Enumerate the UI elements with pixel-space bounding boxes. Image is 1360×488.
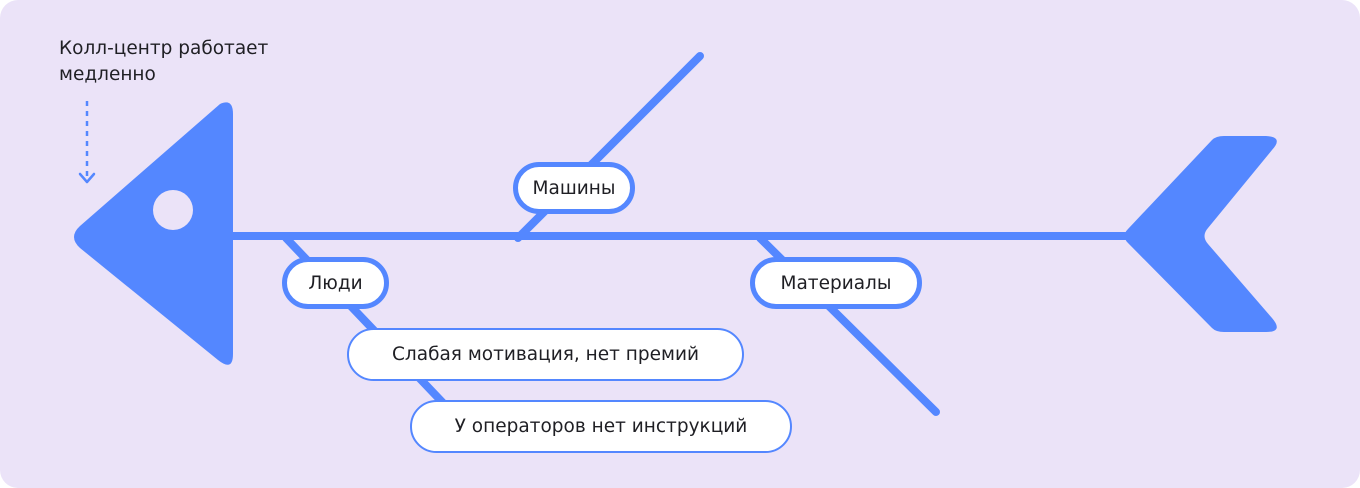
problem-text-line-1: Колл-центр работает [59,38,269,59]
problem-text-line-2: медленно [59,64,156,85]
category-people-label: Люди [282,257,389,309]
fish-head-icon [74,102,233,365]
fish-eye-icon [153,190,193,230]
fish-tail-icon [1124,136,1277,332]
problem-arrow-icon [78,101,96,184]
cause-no-instructions-label: У операторов нет инструкций [410,400,792,453]
category-materials-label: Материалы [750,257,922,309]
cause-weak-motivation-label: Слабая мотивация, нет премий [347,328,744,381]
category-machines-label: Машины [513,162,635,214]
problem-statement: Колл-центр работает медленно [59,36,319,88]
